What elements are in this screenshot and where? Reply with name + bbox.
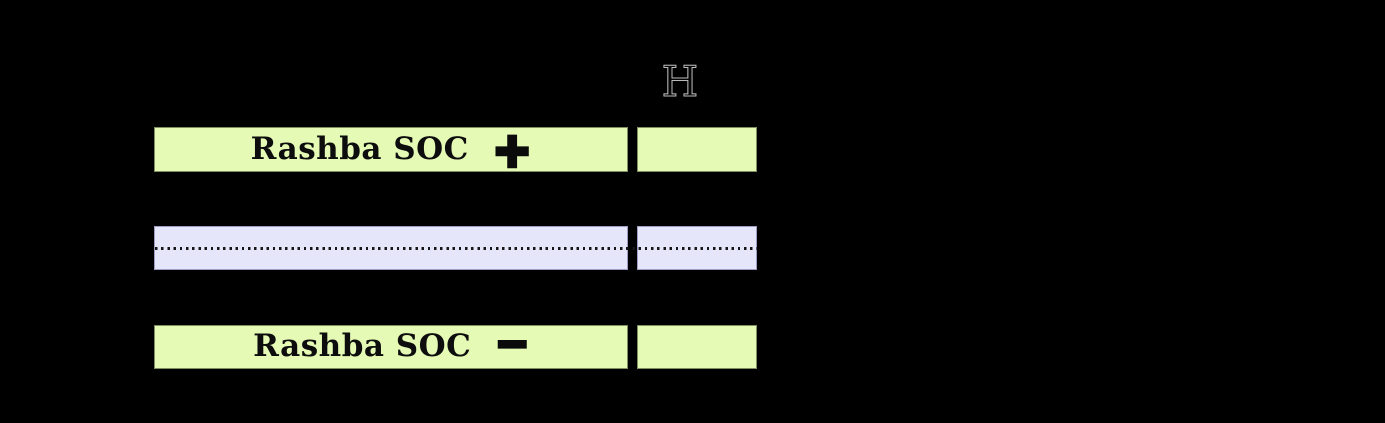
layer-rashba-plus-content: Rashba SOC + <box>250 122 534 177</box>
layer-rashba-minus-right <box>637 325 757 369</box>
spacer-dotted-centerline <box>155 247 757 250</box>
layer-rashba-plus-right <box>637 127 757 172</box>
layer-rashba-plus-label: Rashba SOC <box>250 130 469 167</box>
layer-rashba-plus-main: Rashba SOC + <box>154 122 628 177</box>
plus-icon: + <box>491 122 534 177</box>
field-label-h: H <box>661 57 699 106</box>
layer-rashba-minus-content: Rashba SOC − <box>253 321 531 367</box>
minus-icon: − <box>493 321 530 367</box>
layer-rashba-minus-label: Rashba SOC <box>253 328 472 364</box>
layer-rashba-minus-main: Rashba SOC − <box>154 321 628 369</box>
